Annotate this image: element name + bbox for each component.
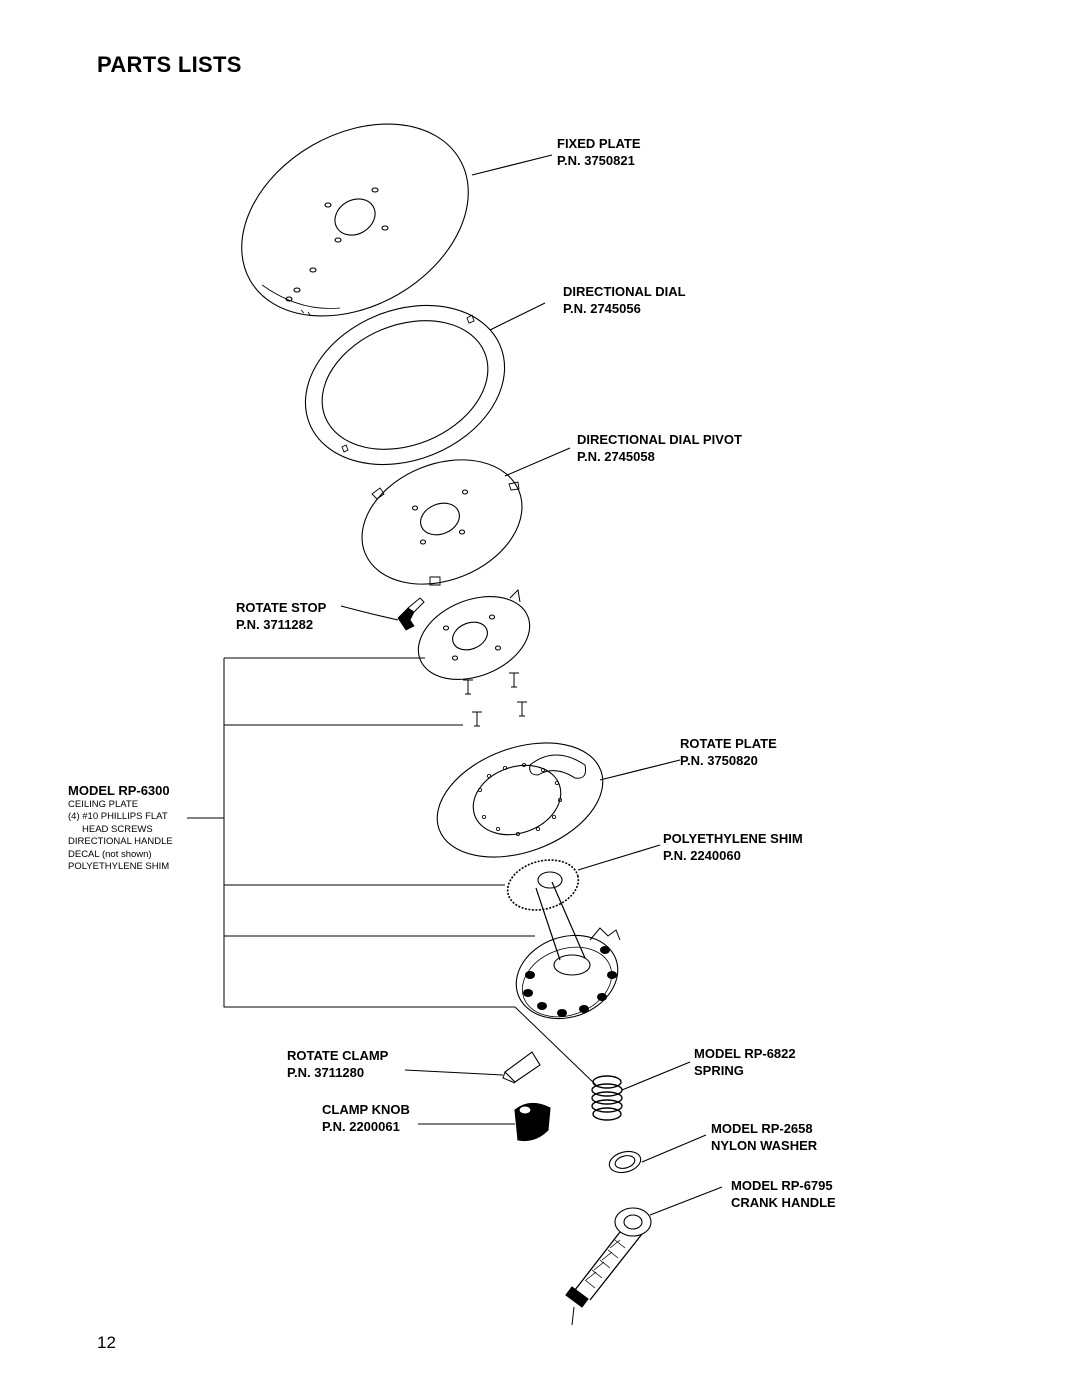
directional-dial-pivot-leader <box>504 447 571 477</box>
fixed-plate-leader <box>471 154 553 176</box>
page-number: 12 <box>97 1333 116 1352</box>
page-title: PARTS LISTS <box>97 52 242 77</box>
clamp-knob-drawing <box>514 1102 551 1142</box>
rotate-stop-pn: P.N. 3711282 <box>236 617 314 632</box>
crank-handle-name: CRANK HANDLE <box>731 1195 836 1210</box>
rotate-plate-leader <box>599 759 681 781</box>
directional-dial-pivot-pn: P.N. 2745058 <box>577 449 655 464</box>
kit-item: DECAL (not shown) <box>68 848 152 860</box>
rotate-stop-drawing <box>397 597 425 631</box>
directional-dial-pn: P.N. 2745056 <box>563 301 641 316</box>
stop-disc-drawing <box>417 588 531 680</box>
clamp-knob-pn: P.N. 2200061 <box>322 1119 400 1134</box>
directional-dial-leader <box>489 302 546 331</box>
spring-name: SPRING <box>694 1063 744 1078</box>
crank-handle-drawing <box>565 1207 652 1326</box>
rotate-stop-name: ROTATE STOP <box>236 600 327 615</box>
nylon-washer-drawing <box>608 1150 642 1174</box>
fixed-plate-drawing <box>241 123 469 317</box>
model-rp6300-title: MODEL RP-6300 <box>68 783 170 798</box>
kit-item: CEILING PLATE <box>68 799 139 810</box>
nylon-washer-leader <box>641 1134 707 1163</box>
polyethylene-shim-leader <box>577 844 661 871</box>
polyethylene-shim-drawing <box>506 859 580 911</box>
nylon-washer-model: MODEL RP-2658 <box>711 1121 813 1136</box>
nylon-washer-name: NYLON WASHER <box>711 1138 818 1153</box>
kit-item: DIRECTIONAL HANDLE <box>68 836 173 848</box>
kit-item: POLYETHYLENE SHIM <box>68 861 170 873</box>
model-rp6300-contents: CEILING PLATE (4) #10 PHILLIPS FLAT HEAD… <box>68 799 173 873</box>
fixed-plate-label: FIXED PLATE P.N. 3750821 <box>557 135 641 169</box>
polyethylene-shim-label: POLYETHYLENE SHIM P.N. 2240060 <box>663 830 803 864</box>
rotate-clamp-pn: P.N. 3711280 <box>287 1065 365 1080</box>
polyethylene-shim-pn: P.N. 2240060 <box>663 848 741 863</box>
crank-handle-model: MODEL RP-6795 <box>731 1178 833 1193</box>
rotate-stop-label: ROTATE STOP P.N. 3711282 <box>236 599 326 633</box>
column-base-drawing <box>515 881 621 1020</box>
spring-model: MODEL RP-6822 <box>694 1046 796 1061</box>
crank-handle-leader <box>649 1186 723 1216</box>
directional-dial-name: DIRECTIONAL DIAL <box>563 284 686 299</box>
kit-item: (4) #10 PHILLIPS FLAT <box>68 811 168 823</box>
clamp-knob-name: CLAMP KNOB <box>322 1102 410 1117</box>
fixed-plate-name: FIXED PLATE <box>557 136 641 151</box>
polyethylene-shim-name: POLYETHYLENE SHIM <box>663 831 803 846</box>
rotate-plate-drawing <box>436 742 604 858</box>
spring-drawing <box>591 1075 623 1121</box>
spring-label: MODEL RP-6822 SPRING <box>694 1045 796 1079</box>
rotate-plate-name: ROTATE PLATE <box>680 736 777 751</box>
rotate-plate-pn: P.N. 3750820 <box>680 753 758 768</box>
kit-item: HEAD SCREWS <box>82 823 153 835</box>
rotate-clamp-name: ROTATE CLAMP <box>287 1048 389 1063</box>
rotate-clamp-leader <box>404 1069 504 1076</box>
directional-dial-drawing <box>304 304 506 466</box>
nylon-washer-label: MODEL RP-2658 NYLON WASHER <box>711 1120 817 1154</box>
rotate-stop-leader <box>340 605 399 621</box>
spring-leader <box>621 1061 691 1091</box>
model-rp6300-bracket <box>187 657 597 1086</box>
rotate-clamp-label: ROTATE CLAMP P.N. 3711280 <box>287 1047 388 1081</box>
crank-handle-label: MODEL RP-6795 CRANK HANDLE <box>731 1177 836 1211</box>
screws-drawing <box>463 672 527 727</box>
directional-dial-label: DIRECTIONAL DIAL P.N. 2745056 <box>563 283 686 317</box>
clamp-knob-label: CLAMP KNOB P.N. 2200061 <box>322 1101 410 1135</box>
directional-dial-pivot-drawing <box>361 459 523 586</box>
fixed-plate-pn: P.N. 3750821 <box>557 153 635 168</box>
rotate-clamp-drawing <box>502 1051 541 1084</box>
directional-dial-pivot-name: DIRECTIONAL DIAL PIVOT <box>577 432 742 447</box>
rotate-plate-label: ROTATE PLATE P.N. 3750820 <box>680 735 777 769</box>
directional-dial-pivot-label: DIRECTIONAL DIAL PIVOT P.N. 2745058 <box>577 431 742 465</box>
